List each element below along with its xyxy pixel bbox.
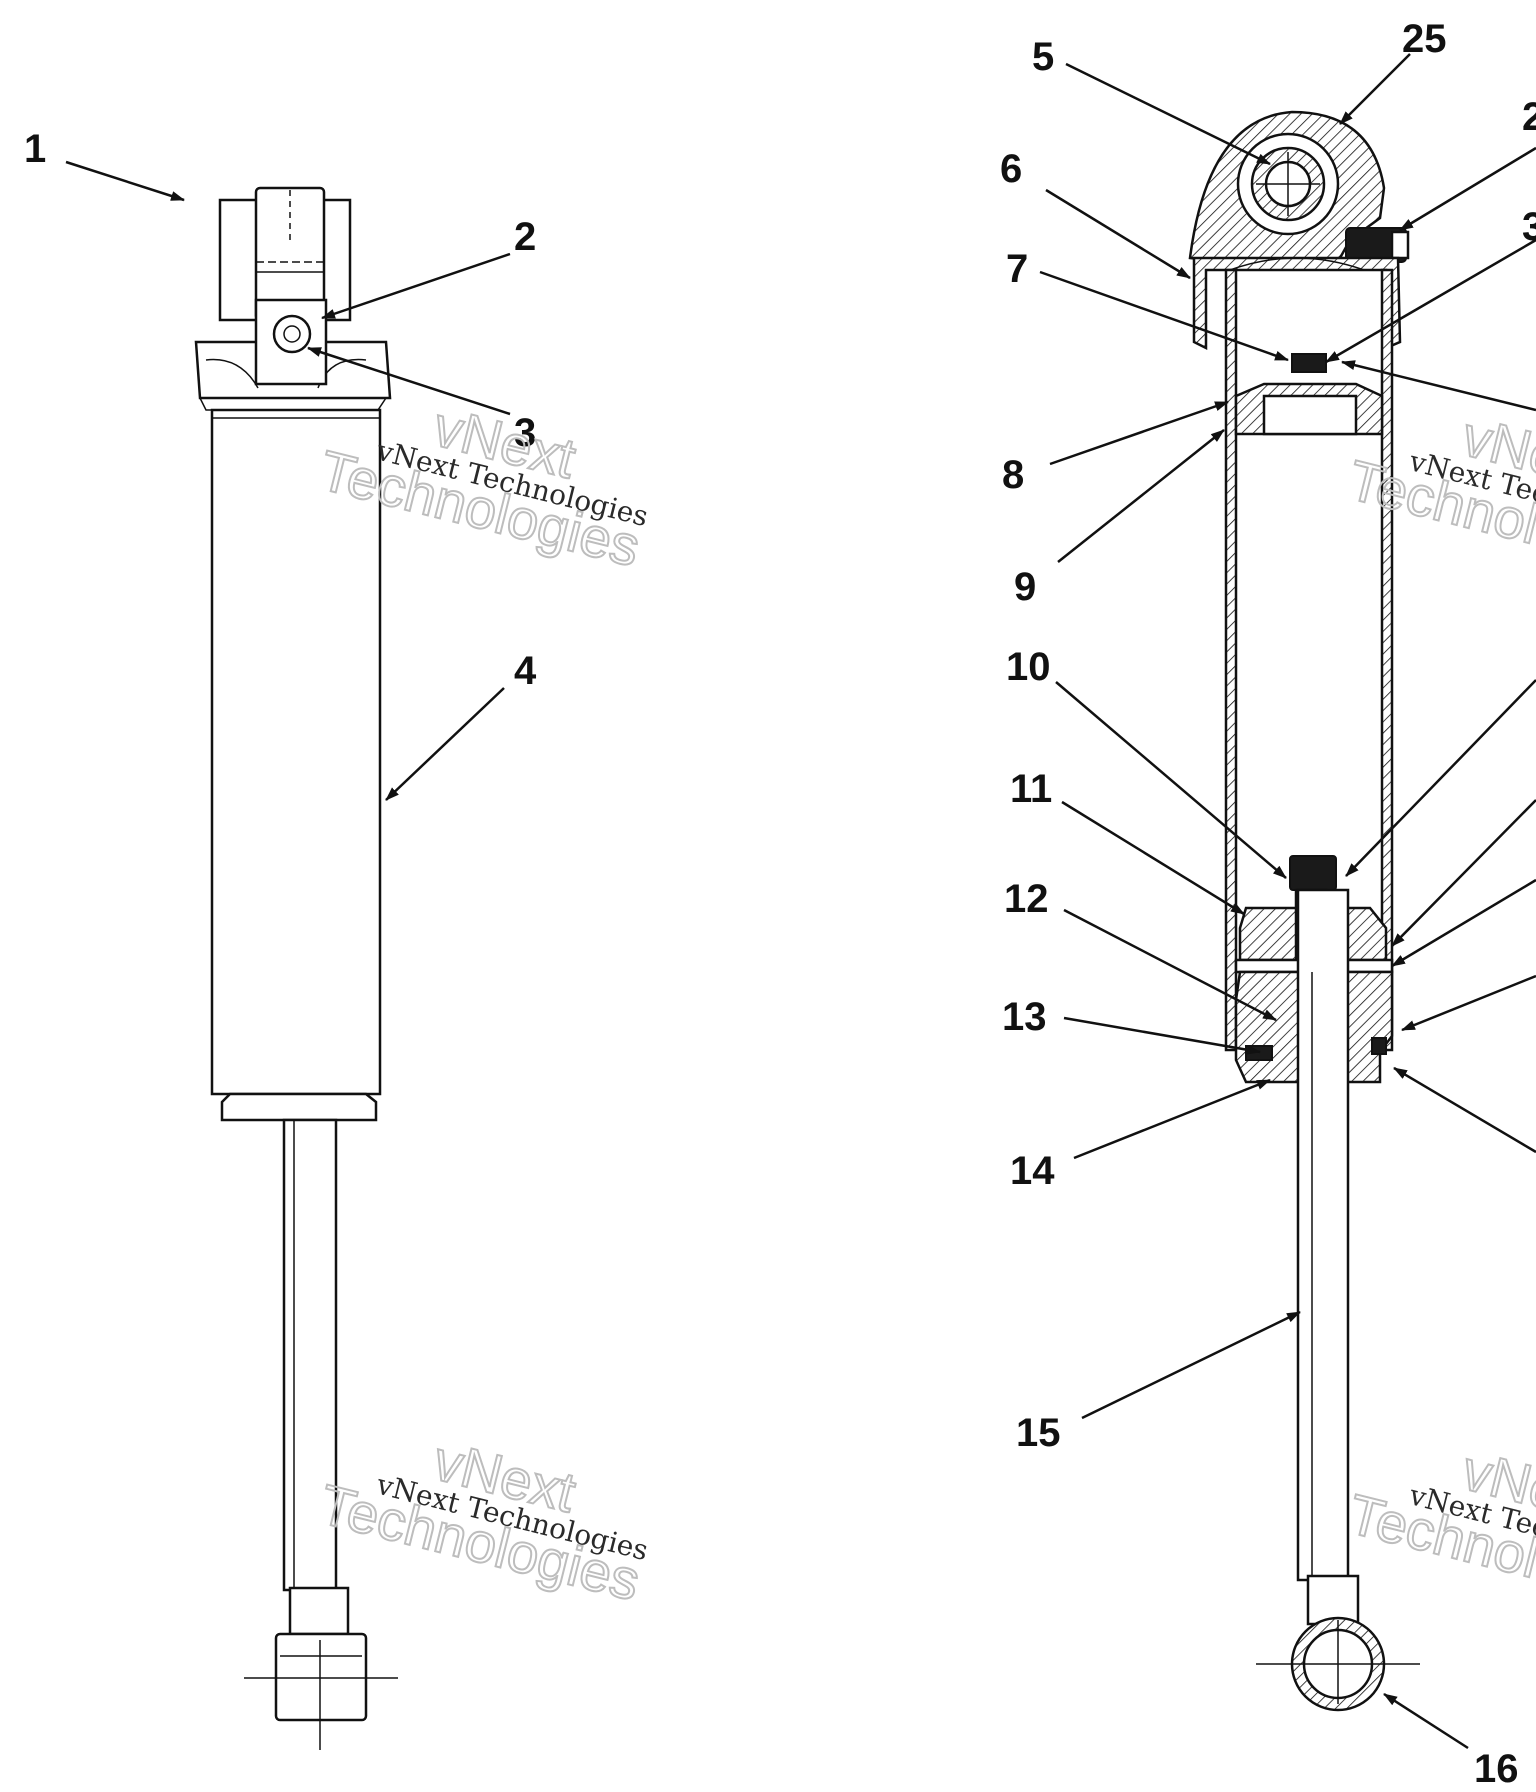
- bottom-mount-eye: [274, 1632, 368, 1722]
- callout-16: 16: [1474, 1747, 1519, 1791]
- leader-25: [1339, 53, 1411, 125]
- body-end-collar: [220, 1092, 378, 1122]
- callout-3: 3: [514, 411, 536, 455]
- leader-12: [1063, 908, 1277, 1022]
- leader-right-e: [1391, 799, 1536, 947]
- callout-10: 10: [1006, 645, 1051, 689]
- leader-13: [1063, 1016, 1261, 1055]
- callout-2: 2: [514, 215, 536, 259]
- shaft-nut: [288, 1586, 350, 1636]
- bleed-valve: [1291, 353, 1327, 373]
- shock-body: [210, 408, 382, 1096]
- leader-right-c: [1341, 360, 1536, 412]
- cutaway-shaft: [1296, 888, 1350, 1582]
- cutaway-shock: [1188, 110, 1420, 1712]
- body-wall-left: [1224, 268, 1238, 1052]
- leader-6: [1045, 188, 1191, 280]
- leader-right-d: [1345, 679, 1536, 877]
- leader-7: [1039, 270, 1289, 362]
- callout-right-3: 3: [1522, 205, 1536, 249]
- callout-25: 25: [1402, 17, 1447, 61]
- callout-7: 7: [1006, 247, 1028, 291]
- callout-6: 6: [1000, 147, 1022, 191]
- callout-4: 4: [514, 649, 537, 693]
- leader-2: [321, 252, 511, 320]
- leader-right-f: [1391, 878, 1536, 968]
- schrader-valve: [272, 314, 312, 354]
- leader-14: [1073, 1078, 1271, 1160]
- leader-15: [1081, 1310, 1301, 1420]
- leader-3: [307, 346, 511, 416]
- leader-right-h: [1393, 1066, 1536, 1154]
- callout-13: 13: [1002, 995, 1047, 1039]
- callout-5: 5: [1032, 35, 1054, 79]
- piston-shaft: [282, 1118, 338, 1592]
- leader-4: [385, 687, 505, 801]
- callout-15: 15: [1016, 1411, 1061, 1455]
- callout-1: 1: [24, 127, 46, 171]
- leader-16: [1383, 1692, 1469, 1750]
- leader-right-a: [1399, 146, 1536, 232]
- assembled-shock: [194, 186, 398, 1750]
- callout-labels: 1 2 3 4 5 25 6 7 8 9 10 11 12 13 14 15 1…: [24, 17, 1536, 1791]
- leader-5: [1065, 62, 1271, 166]
- leader-10: [1055, 681, 1287, 879]
- leader-right-g: [1401, 974, 1536, 1032]
- callout-9: 9: [1014, 565, 1036, 609]
- leader-8: [1049, 400, 1229, 466]
- leader-lines: [65, 53, 1536, 1750]
- callout-8: 8: [1002, 453, 1024, 497]
- leader-9: [1057, 429, 1225, 563]
- piston-nut: [1289, 855, 1337, 891]
- callout-right-2: 2: [1522, 95, 1536, 139]
- leader-1: [65, 160, 185, 202]
- leader-11: [1061, 800, 1245, 916]
- leader-right-b: [1325, 238, 1536, 364]
- callout-14: 14: [1010, 1149, 1055, 1193]
- callout-12: 12: [1004, 877, 1049, 921]
- callout-11: 11: [1010, 767, 1052, 811]
